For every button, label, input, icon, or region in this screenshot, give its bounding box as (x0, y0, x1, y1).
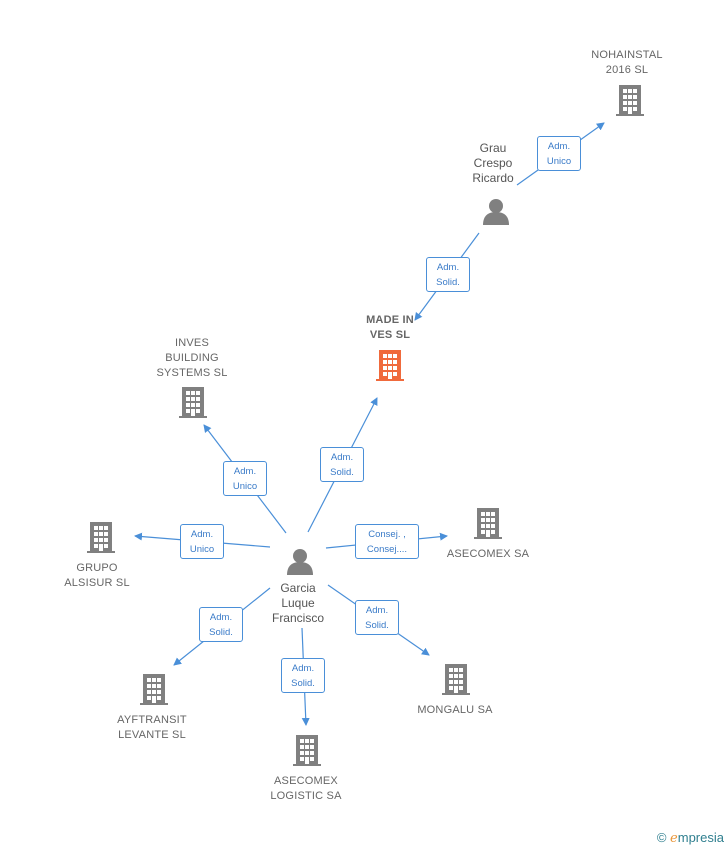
node-label-mongalu[interactable]: MONGALU SA (417, 704, 493, 716)
edge-label-grau-nohainstal[interactable]: Adm. Unico (537, 136, 581, 171)
building-icon-grupo-alsisur[interactable] (87, 522, 115, 553)
building-icon-made-in-ves[interactable] (376, 350, 404, 381)
node-label-nohainstal[interactable]: NOHAINSTAL 2016 SL (591, 49, 663, 76)
edge-label-grau-made[interactable]: Adm. Solid. (426, 257, 470, 292)
copyright-icon: © (656, 830, 667, 845)
edge-label-garcia-made[interactable]: Adm. Solid. (320, 447, 364, 482)
empresia-brand: © empresia (657, 830, 724, 846)
building-icon-mongalu[interactable] (442, 664, 470, 695)
building-icon-asecomex-sa[interactable] (474, 508, 502, 539)
edge-label-garcia-ayftransit[interactable]: Adm. Solid. (199, 607, 243, 642)
building-icon-ayftransit[interactable] (140, 674, 168, 705)
node-label-inves[interactable]: INVES BUILDING SYSTEMS SL (156, 337, 228, 379)
edge-label-garcia-logistic[interactable]: Adm. Solid. (281, 658, 325, 693)
brand-e: e (670, 831, 678, 846)
person-icon-grau[interactable] (483, 199, 509, 225)
edge-label-garcia-alsisur[interactable]: Adm. Unico (180, 524, 224, 559)
edge-label-garcia-mongalu[interactable]: Adm. Solid. (355, 600, 399, 635)
building-icon-asecomex-logistic[interactable] (293, 735, 321, 766)
node-label-grupo-alsisur[interactable]: GRUPO ALSISUR SL (64, 562, 130, 589)
node-label-asecomex-sa[interactable]: ASECOMEX SA (446, 548, 530, 560)
node-label-made-in-ves[interactable]: MADE IN VES SL (366, 314, 414, 341)
node-label-asecomex-logistic[interactable]: ASECOMEX LOGISTIC SA (270, 775, 342, 802)
person-icon-garcia[interactable] (287, 549, 313, 575)
building-icon-inves[interactable] (179, 387, 207, 418)
building-icon-nohainstal[interactable] (616, 85, 644, 116)
node-label-ayftransit[interactable]: AYFTRANSIT LEVANTE SL (117, 714, 187, 741)
node-label-garcia[interactable]: Garcia Luque Francisco (271, 581, 324, 625)
node-label-grau[interactable]: Grau Crespo Ricardo (472, 141, 514, 185)
brand-text: mpresia (677, 830, 724, 845)
edge-label-garcia-asecomex-sa[interactable]: Consej. , Consej.... (355, 524, 419, 559)
edge-label-garcia-inves[interactable]: Adm. Unico (223, 461, 267, 496)
